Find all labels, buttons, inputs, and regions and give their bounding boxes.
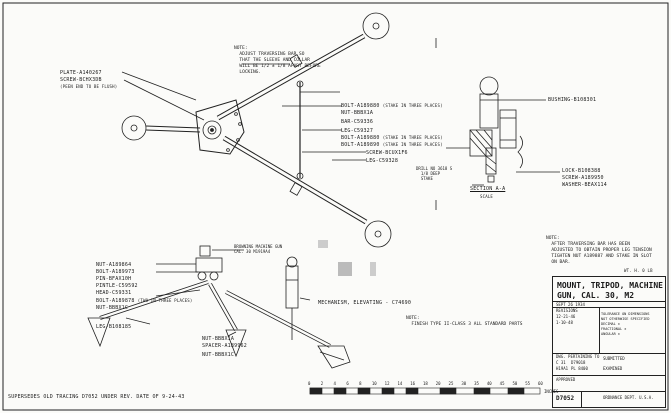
scale-tick-label: 0 bbox=[308, 381, 311, 386]
scale-tick-label: 20 bbox=[435, 381, 441, 386]
label-drill-note: DRILL NO 3618 S 1/8 DEEP STAKE bbox=[416, 166, 453, 181]
label-leg-2: LEG-C59328 bbox=[366, 158, 399, 164]
rev-2: 1-10-48 bbox=[556, 320, 573, 325]
rev-1: 12-21-46 bbox=[556, 314, 576, 319]
scale-tick-label: 50 bbox=[512, 381, 518, 386]
dwg-4: PL 8400 bbox=[571, 366, 588, 371]
label-bolt-2: BOLT-A189880 (STAKE IN THREE PLACES) bbox=[341, 135, 443, 141]
scale-tick-label: 16 bbox=[410, 381, 416, 386]
label-bolt-2-part: BOLT-A189880 bbox=[341, 135, 380, 141]
label-bolt-1: BOLT-A189880 (STAKE IN THREE PLACES) bbox=[341, 103, 443, 109]
title-line-1: MOUNT, TRIPOD, MACHINE bbox=[557, 281, 663, 290]
dwg-3: H19A1 bbox=[556, 366, 569, 371]
tol-5: ANGULAR ± bbox=[601, 332, 620, 336]
label-bolt-3-note: (STAKE IN THREE PLACES) bbox=[382, 142, 443, 147]
top-view-leg-lower bbox=[222, 135, 392, 248]
label-side-bolt-1: BOLT-A189973 bbox=[96, 269, 135, 275]
scale-tick-label: 55 bbox=[525, 381, 531, 386]
label-side-nut-4: NUT-BBBX1C bbox=[202, 352, 235, 358]
top-view-head bbox=[195, 99, 245, 155]
label-washer: WASHER-BEAX114 bbox=[562, 182, 607, 188]
label-bolt-3-part: BOLT-A189890 bbox=[341, 142, 380, 148]
scale-tick-label: 45 bbox=[499, 381, 505, 386]
label-section-screw: SCREW-A189950 bbox=[562, 175, 604, 181]
top-view-note: NOTE: ADJUST TRAVERSING BAR SO THAT THE … bbox=[234, 46, 321, 75]
scale-tick-label: 30 bbox=[461, 381, 467, 386]
label-bolt-2-note: (STAKE IN THREE PLACES) bbox=[382, 135, 443, 140]
label-side-bolt-2-part: BOLT-A189878 bbox=[96, 298, 135, 304]
dwg-1: C 31 bbox=[556, 360, 566, 365]
label-side-nut-1: NUT-A189864 bbox=[96, 262, 132, 268]
label-side-pintle: PINTLE-C59592 bbox=[96, 283, 138, 289]
label-lock: LOCK-B108388 bbox=[562, 168, 601, 174]
label-bushing: BUSHING-B108301 bbox=[548, 97, 597, 103]
drawing-number: D7052 bbox=[556, 395, 575, 402]
label-side-bolt-2: BOLT-A189878 (TWO IN THREE PLACES) bbox=[96, 298, 193, 304]
label-nut-1: NUT-BBBX1A bbox=[341, 110, 374, 116]
section-scale: SCALE bbox=[480, 194, 494, 199]
label-plate: PLATE-A140267 bbox=[60, 70, 102, 76]
label-side-spacer: SPACER-A189962 bbox=[202, 343, 247, 349]
weight-label: WT. H. 0 LB bbox=[624, 268, 653, 273]
label-side-pin: PIN-BFAX10H bbox=[96, 276, 132, 282]
submitted: SUBMITTED bbox=[603, 356, 625, 361]
label-screw-2: SCREW-BCUX1F6 bbox=[366, 150, 408, 156]
title-block: MOUNT, TRIPOD, MACHINE GUN, CAL. 30, M2 … bbox=[552, 276, 666, 408]
scale-tick-label: 10 bbox=[371, 381, 377, 386]
scale-tick-label: 18 bbox=[423, 381, 428, 386]
examined: EXAMINED bbox=[603, 366, 623, 371]
tol-4: FRACTIONAL ± bbox=[601, 327, 627, 331]
label-side-bolt-2-note: (TWO IN THREE PLACES) bbox=[137, 298, 193, 303]
label-screw-top: SCREW-BCHX3DB bbox=[60, 77, 102, 83]
scale-unit: INCHES bbox=[544, 389, 559, 394]
scale-tick-label: 25 bbox=[448, 381, 454, 386]
dwg-2: D79018 bbox=[571, 360, 586, 365]
top-view-leg-rear bbox=[121, 115, 201, 141]
section-aa bbox=[446, 76, 560, 186]
scale-tick-label: 35 bbox=[474, 381, 479, 386]
label-side-nut-3: NUT-BBBX1A bbox=[202, 336, 235, 342]
label-side-nut-2: NUT-BBBX1C bbox=[96, 305, 129, 311]
title-line-2: GUN, CAL. 30, M2 bbox=[557, 291, 635, 300]
top-view-leg-upper bbox=[216, 12, 390, 121]
label-bar: BAR-C59336 bbox=[341, 119, 374, 125]
label-gun-note: BROWNING MACHINE GUN CAL. 30 M1919A4 bbox=[234, 244, 283, 254]
scale-tick-label: 4 bbox=[333, 381, 336, 386]
label-leg-1: LEG-C59327 bbox=[341, 128, 374, 134]
approved: APPROVED bbox=[556, 377, 576, 382]
supersedes-note: SUPERSEDES OLD TRACING D7052 UNDER REV. … bbox=[8, 394, 185, 400]
scale-tick-label: 2 bbox=[320, 381, 324, 386]
rev-header: REVISIONS bbox=[556, 308, 578, 313]
section-title: SECTION A-A bbox=[470, 186, 506, 192]
label-finish-note: NOTE: FINISH TYPE II-CLASS 3 ALL STANDAR… bbox=[406, 316, 523, 327]
scale-tick-label: 60 bbox=[538, 381, 543, 386]
tol-3: DECIMAL ± bbox=[601, 322, 620, 326]
dwg-pertaining: DWG. PERTAINING TO bbox=[556, 354, 600, 359]
right-note: NOTE: AFTER TRAVERSING BAR HAS BEEN ADJU… bbox=[546, 236, 652, 265]
scale-tick-label: 12 bbox=[384, 381, 390, 386]
office: ORDNANCE DEPT. U.S.A. bbox=[603, 395, 654, 400]
graphic-scale bbox=[309, 387, 541, 395]
label-side-head: HEAD-C59331 bbox=[96, 290, 132, 296]
label-side-leg: LEG-B108185 bbox=[96, 324, 132, 330]
scale-tick-label: 6 bbox=[346, 381, 349, 386]
scale-tick-label: 40 bbox=[486, 381, 492, 386]
scale-tick-label: 14 bbox=[397, 381, 403, 386]
tol-2: NOT OTHERWISE SPECIFIED bbox=[601, 317, 650, 321]
label-bolt-3: BOLT-A189890 (STAKE IN THREE PLACES) bbox=[341, 142, 443, 148]
title-date: SEPT 26 1934 bbox=[556, 302, 585, 307]
label-mechanism: MECHANISM, ELEVATING - C74690 bbox=[318, 300, 412, 306]
tol-1: TOLERANCE ON DIMENSIONS bbox=[601, 312, 650, 316]
label-screw-note: (PEEN END TO BE FLUSH) bbox=[60, 84, 118, 89]
label-bolt-1-part: BOLT-A189880 bbox=[341, 103, 380, 109]
side-view bbox=[87, 245, 351, 369]
label-bolt-1-note: (STAKE IN THREE PLACES) bbox=[382, 103, 443, 108]
scale-tick-label: 8 bbox=[359, 381, 362, 386]
